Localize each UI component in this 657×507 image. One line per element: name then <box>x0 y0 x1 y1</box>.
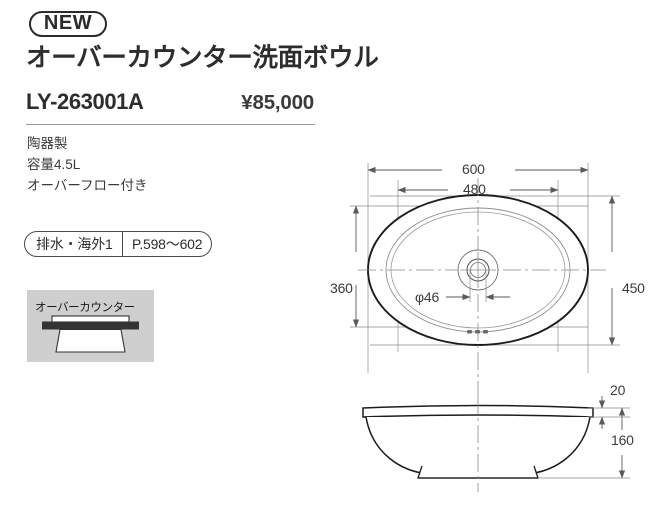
over-counter-diagram-icon <box>42 315 139 353</box>
reference-pages: P.598〜602 <box>131 236 203 252</box>
code-price-row: LY-263001A ¥85,000 <box>26 89 314 115</box>
dimension-label-drain-diameter: φ46 <box>415 289 440 305</box>
install-type-label: オーバーカウンター <box>35 302 135 314</box>
new-badge-label: NEW <box>43 12 93 34</box>
divider <box>26 124 315 125</box>
list-item: オーバーフロー付き <box>27 178 148 193</box>
page-title: オーバーカウンター洗面ボウル <box>26 44 379 72</box>
reference-category: 排水・海外1 <box>36 236 113 252</box>
reference-pill[interactable]: 排水・海外1 P.598〜602 <box>24 231 213 257</box>
product-info-panel: NEW オーバーカウンター洗面ボウル LY-263001A ¥85,000 陶器… <box>24 11 379 362</box>
dimension-label-width-inner: 480 <box>463 181 486 197</box>
product-code: LY-263001A <box>26 89 144 114</box>
dimension-label-width-outer: 600 <box>462 161 485 177</box>
dimension-label-total-height: 160 <box>611 432 634 448</box>
technical-drawing: 600 480 360 450 φ46 20 160 <box>330 0 657 507</box>
new-badge: NEW <box>29 11 107 37</box>
pill-divider <box>121 232 123 256</box>
spec-list: 陶器製 容量4.5L オーバーフロー付き <box>27 133 148 196</box>
list-item: 陶器製 <box>27 136 68 151</box>
dimension-label-height-inner: 360 <box>330 280 353 296</box>
install-type-illustration: オーバーカウンター <box>27 290 154 362</box>
product-price: ¥85,000 <box>241 91 314 114</box>
dimension-label-height-outer: 450 <box>622 280 645 296</box>
drawing-svg <box>350 163 630 492</box>
list-item: 容量4.5L <box>27 157 81 172</box>
dimension-label-rim-thickness: 20 <box>610 382 626 398</box>
